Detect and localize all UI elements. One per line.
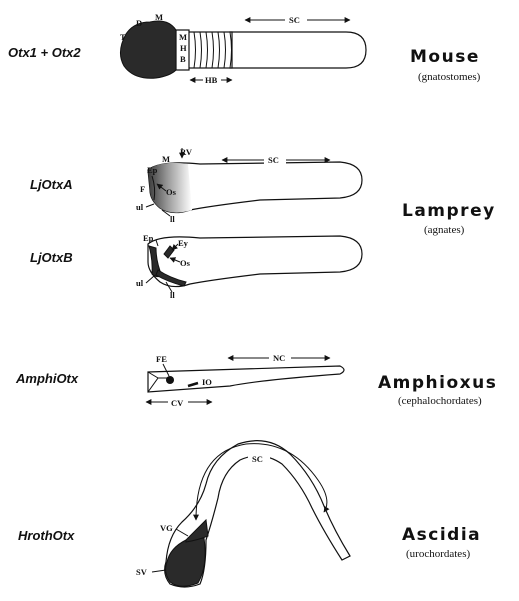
amphioxus-panel: AmphiOtx FE IO NC CV Amphioxus (cephaloc… <box>15 352 497 408</box>
lamprey-a-label-ul: ul <box>136 202 144 212</box>
ascidia-label-SV: SV <box>136 567 148 577</box>
lamprey-a-label-SC: SC <box>268 155 279 165</box>
lamprey-a-label-Os: Os <box>166 187 177 197</box>
amphioxus-gene-label: AmphiOtx <box>15 371 79 386</box>
amphioxus-body <box>148 366 344 392</box>
lamprey-a-label-F: F <box>140 184 145 194</box>
amphioxus-organism: Amphioxus <box>378 373 497 393</box>
ascidia-organism: Ascidia <box>402 525 481 545</box>
mouse-panel: Otx1 + Otx2 T D M M H B SC HB Mouse <box>8 12 481 85</box>
lamprey-gene-b-label: LjOtxB <box>30 250 73 265</box>
mouse-otx-expression <box>120 21 176 78</box>
lamprey-a-label-M: M <box>162 154 170 164</box>
amphioxus-frontal-eye-expression <box>166 376 174 384</box>
mouse-label-D: D <box>136 18 142 28</box>
amphioxus-label-NC: NC <box>273 353 285 363</box>
amphioxus-label-FE: FE <box>156 354 167 364</box>
lamprey-b-label-Os: Os <box>180 258 191 268</box>
mouse-label-MHB-M: M <box>179 32 187 42</box>
mouse-gene-label: Otx1 + Otx2 <box>8 45 81 60</box>
ascidia-panel: HrothOtx SC VG SV Ascidia (urochordates) <box>18 441 481 587</box>
ascidia-gene-label: HrothOtx <box>18 528 75 543</box>
lamprey-b-label-ul: ul <box>136 278 144 288</box>
lamprey-a-ul-line <box>146 204 154 207</box>
lamprey-b-label-Ep: Ep <box>143 233 154 243</box>
mouse-organism: Mouse <box>410 47 480 67</box>
mouse-label-MHB-B: B <box>180 54 186 64</box>
lamprey-a-label-ll: ll <box>170 214 175 224</box>
amphioxus-label-IO: IO <box>202 377 212 387</box>
mouse-group: (gnatostomes) <box>418 71 481 83</box>
mouse-spinal-cord <box>230 32 366 68</box>
mouse-label-T: T <box>120 32 126 42</box>
mouse-label-HB: HB <box>205 75 218 85</box>
lamprey-b-label-Ey: Ey <box>178 238 189 248</box>
lamprey-organism: Lamprey <box>402 201 496 221</box>
ascidia-sv-line <box>152 570 166 572</box>
lamprey-b-label-ll: ll <box>170 290 175 300</box>
ascidia-group: (urochordates) <box>406 548 470 560</box>
mouse-label-MHB-H: H <box>180 43 187 53</box>
ascidia-label-SC: SC <box>252 454 263 464</box>
mouse-label-SC: SC <box>289 15 300 25</box>
amphioxus-group: (cephalochordates) <box>398 395 482 407</box>
lamprey-panel: LjOtxA LjOtxB Ep M RV F Os ul ll SC Ep E… <box>30 147 496 300</box>
lamprey-gene-a-label: LjOtxA <box>30 177 73 192</box>
amphioxus-label-CV: CV <box>171 398 184 408</box>
lamprey-b-ul-line <box>146 276 154 283</box>
mouse-label-M: M <box>155 12 163 22</box>
lamprey-a-label-Ep: Ep <box>147 165 158 175</box>
lamprey-group: (agnates) <box>424 224 465 236</box>
ascidia-label-VG: VG <box>160 523 173 533</box>
